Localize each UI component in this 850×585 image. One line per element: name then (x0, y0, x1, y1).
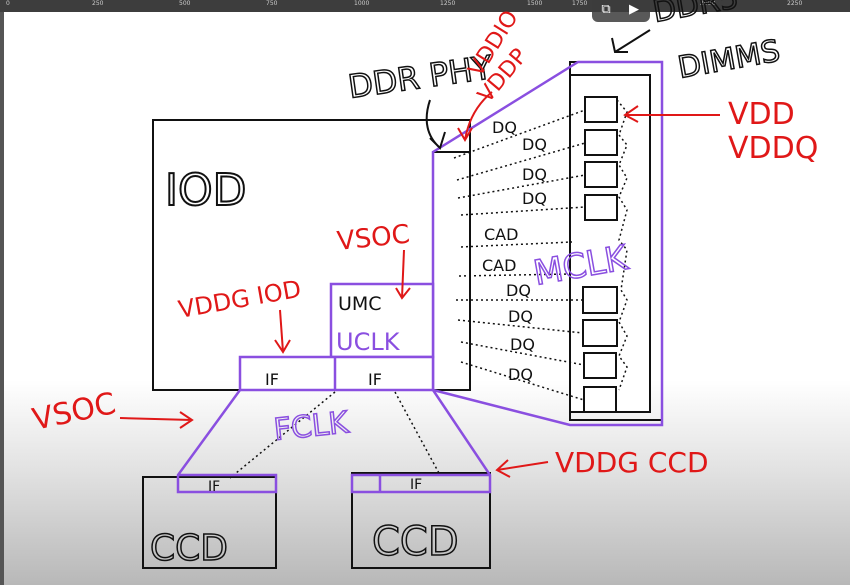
canvas-edge (0, 12, 4, 585)
vddio-arrow-icon (457, 91, 493, 142)
vddg-iod-arrow-icon (274, 309, 291, 354)
ruler-tick: 2250 (787, 0, 803, 7)
umc-box (329, 282, 435, 359)
vsoc-umc-arrow-icon (395, 249, 411, 300)
vsoc-umc-label: VSOC (336, 220, 412, 257)
signal-label: DQ (508, 307, 533, 326)
signal-label: DQ (510, 335, 535, 354)
signal-label: CAD (482, 256, 516, 275)
vddg-ccd-arrow-icon (495, 459, 549, 478)
ruler-tick: 1750 (572, 0, 588, 7)
fclk-left-edge (176, 389, 278, 494)
vsoc-left-arrow-icon (119, 411, 194, 429)
if-right-label: IF (368, 370, 382, 389)
ccd-right-box (351, 472, 491, 569)
ccd-left-box (142, 476, 277, 569)
miniplayer-icon[interactable]: ⧉ (601, 2, 611, 17)
umc-label: UMC (338, 293, 382, 315)
ccd-right-if-label: IF (410, 477, 422, 493)
signal-label: DQ (492, 118, 517, 137)
ruler-tick: 750 (266, 0, 278, 7)
vdd-arrow-icon (623, 105, 720, 123)
ruler-tick: 1250 (440, 0, 456, 7)
if-left-label: IF (265, 370, 279, 389)
iod-label: IOD (165, 165, 247, 216)
dimms-label-line1: DDR5 (650, 0, 741, 30)
ruler-tick: 0 (6, 0, 10, 7)
vdd-label: VDD (728, 97, 795, 132)
signal-lines (229, 99, 628, 479)
ruler-tick: 2000 (700, 0, 716, 7)
if-bar (238, 355, 435, 392)
ruler-tick: 1000 (354, 0, 370, 7)
ruler-tick: 1500 (527, 0, 543, 7)
ruler-tick: 250 (92, 0, 104, 7)
uclk-label: UCLK (336, 328, 401, 356)
signal-label: DQ (522, 165, 547, 184)
vddq-label: VDDQ (728, 131, 818, 166)
vsoc-left-label: VSOC (29, 386, 119, 438)
ccd-right-label: CCD (372, 519, 459, 565)
signal-label: DQ (522, 189, 547, 208)
signal-label: DQ (508, 365, 533, 384)
ccd-left-if-label: IF (208, 479, 220, 495)
signal-label: DQ (506, 281, 531, 300)
fclk-right-edge (350, 389, 492, 494)
video-controls: ⧉ ▶ (592, 0, 650, 22)
ruler-tick: 500 (179, 0, 191, 7)
signal-label: DQ (522, 135, 547, 154)
vddg-iod-label: VDDG IOD (176, 275, 303, 324)
dimms-label-line2: DIMMS (675, 34, 782, 86)
ccd-left-label: CCD (150, 528, 228, 569)
ddr-phy-arrow-icon (425, 99, 446, 150)
dimms-arrow-icon (611, 29, 651, 53)
ddr-phy-box (432, 151, 471, 391)
vddg-ccd-label: VDDG CCD (555, 446, 709, 479)
dram-chips (582, 96, 618, 413)
signal-label: CAD (484, 225, 518, 244)
fclk-label: FCLK (272, 405, 351, 448)
cast-play-icon[interactable]: ▶ (629, 2, 639, 17)
